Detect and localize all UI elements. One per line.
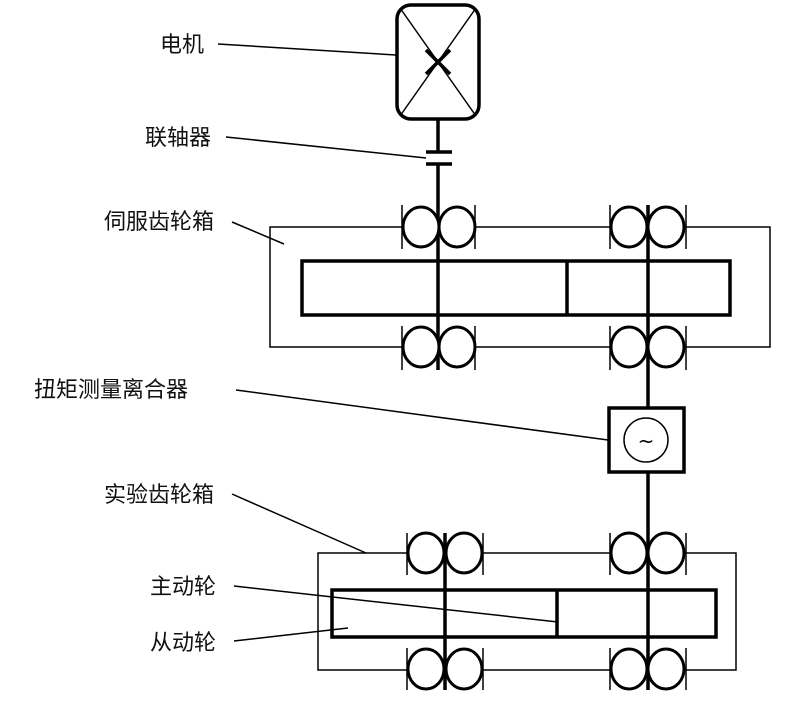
test-gearbox [317, 552, 737, 671]
torque-clutch: ~ [607, 406, 686, 474]
coupling-label: 联轴器 [145, 126, 211, 151]
servo-gearbox-label: 伺服齿轮箱 [104, 210, 214, 235]
driving-gear-label: 主动轮 [150, 575, 216, 600]
motor-block [395, 3, 481, 121]
test-gearbox-label: 实验齿轮箱 [104, 483, 214, 508]
motor-label: 电机 [160, 33, 204, 58]
torque-clutch-label: 扭矩测量离合器 [34, 378, 188, 403]
driven-gear-label: 从动轮 [150, 631, 216, 656]
leader-lines [217, 43, 609, 642]
clutch-glyph: ~ [638, 429, 655, 453]
servo-bearings [401, 205, 687, 370]
coupling-symbol [426, 150, 452, 166]
test-bearings [406, 531, 687, 691]
servo-gearbox [269, 226, 771, 348]
